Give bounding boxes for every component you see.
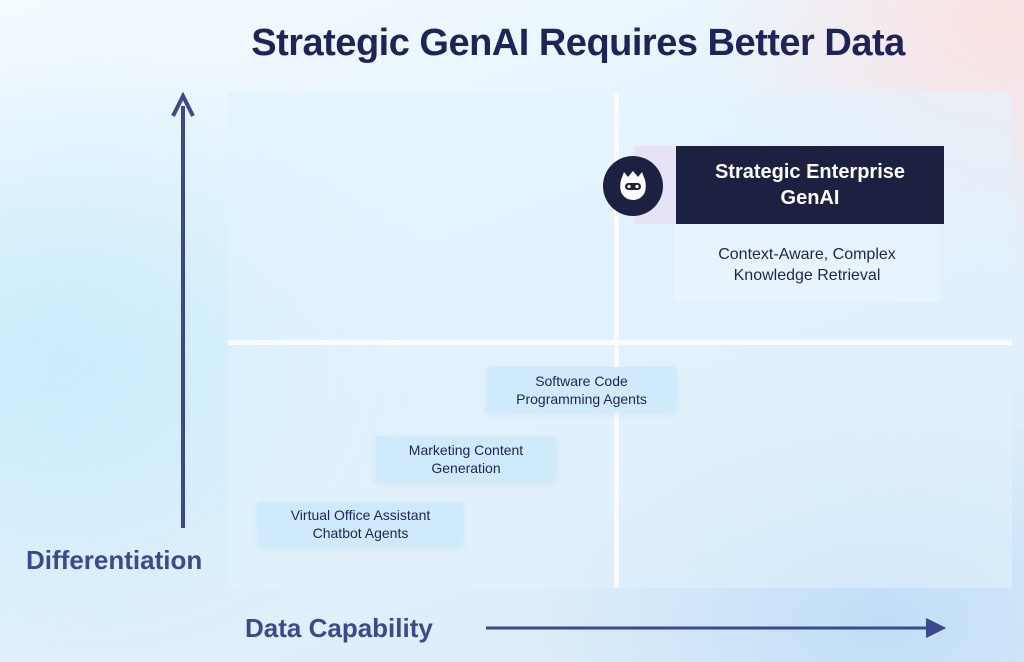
y-axis-label: Differentiation [26,545,203,575]
highlight-subtitle-line1: Context-Aware, Complex [718,246,896,263]
y-axis-arrow-icon [171,92,195,528]
horizontal-divider [228,340,1012,345]
highlight-subtitle: Context-Aware, Complex Knowledge Retriev… [674,244,940,286]
use-case-line2: Chatbot Agents [312,525,409,541]
vertical-divider [614,92,619,588]
use-case-line2: Generation [431,460,501,476]
strategic-enterprise-genai-box: Strategic Enterprise GenAI [676,146,944,224]
x-axis-label: Data Capability [245,613,433,643]
use-case-software-code: Software Code Programming Agents [487,367,676,412]
mascot-glyph [620,171,646,200]
use-case-line1: Virtual Office Assistant [290,507,431,523]
use-case-virtual-office-assistant: Virtual Office Assistant Chatbot Agents [258,502,463,546]
x-axis-arrow-icon [486,618,947,638]
highlight-card [674,222,940,302]
use-case-line2: Programming Agents [516,390,647,407]
use-case-marketing-content: Marketing Content Generation [376,436,556,482]
mascot-head-icon [603,156,663,216]
highlight-title-line2: GenAI [780,187,840,209]
highlight-subtitle-line2: Knowledge Retrieval [733,267,881,284]
use-case-line1: Marketing Content [408,442,524,458]
page-title: Strategic GenAI Requires Better Data [251,22,905,64]
use-case-line1: Software Code [535,372,628,389]
highlight-title-line1: Strategic Enterprise [714,161,906,183]
